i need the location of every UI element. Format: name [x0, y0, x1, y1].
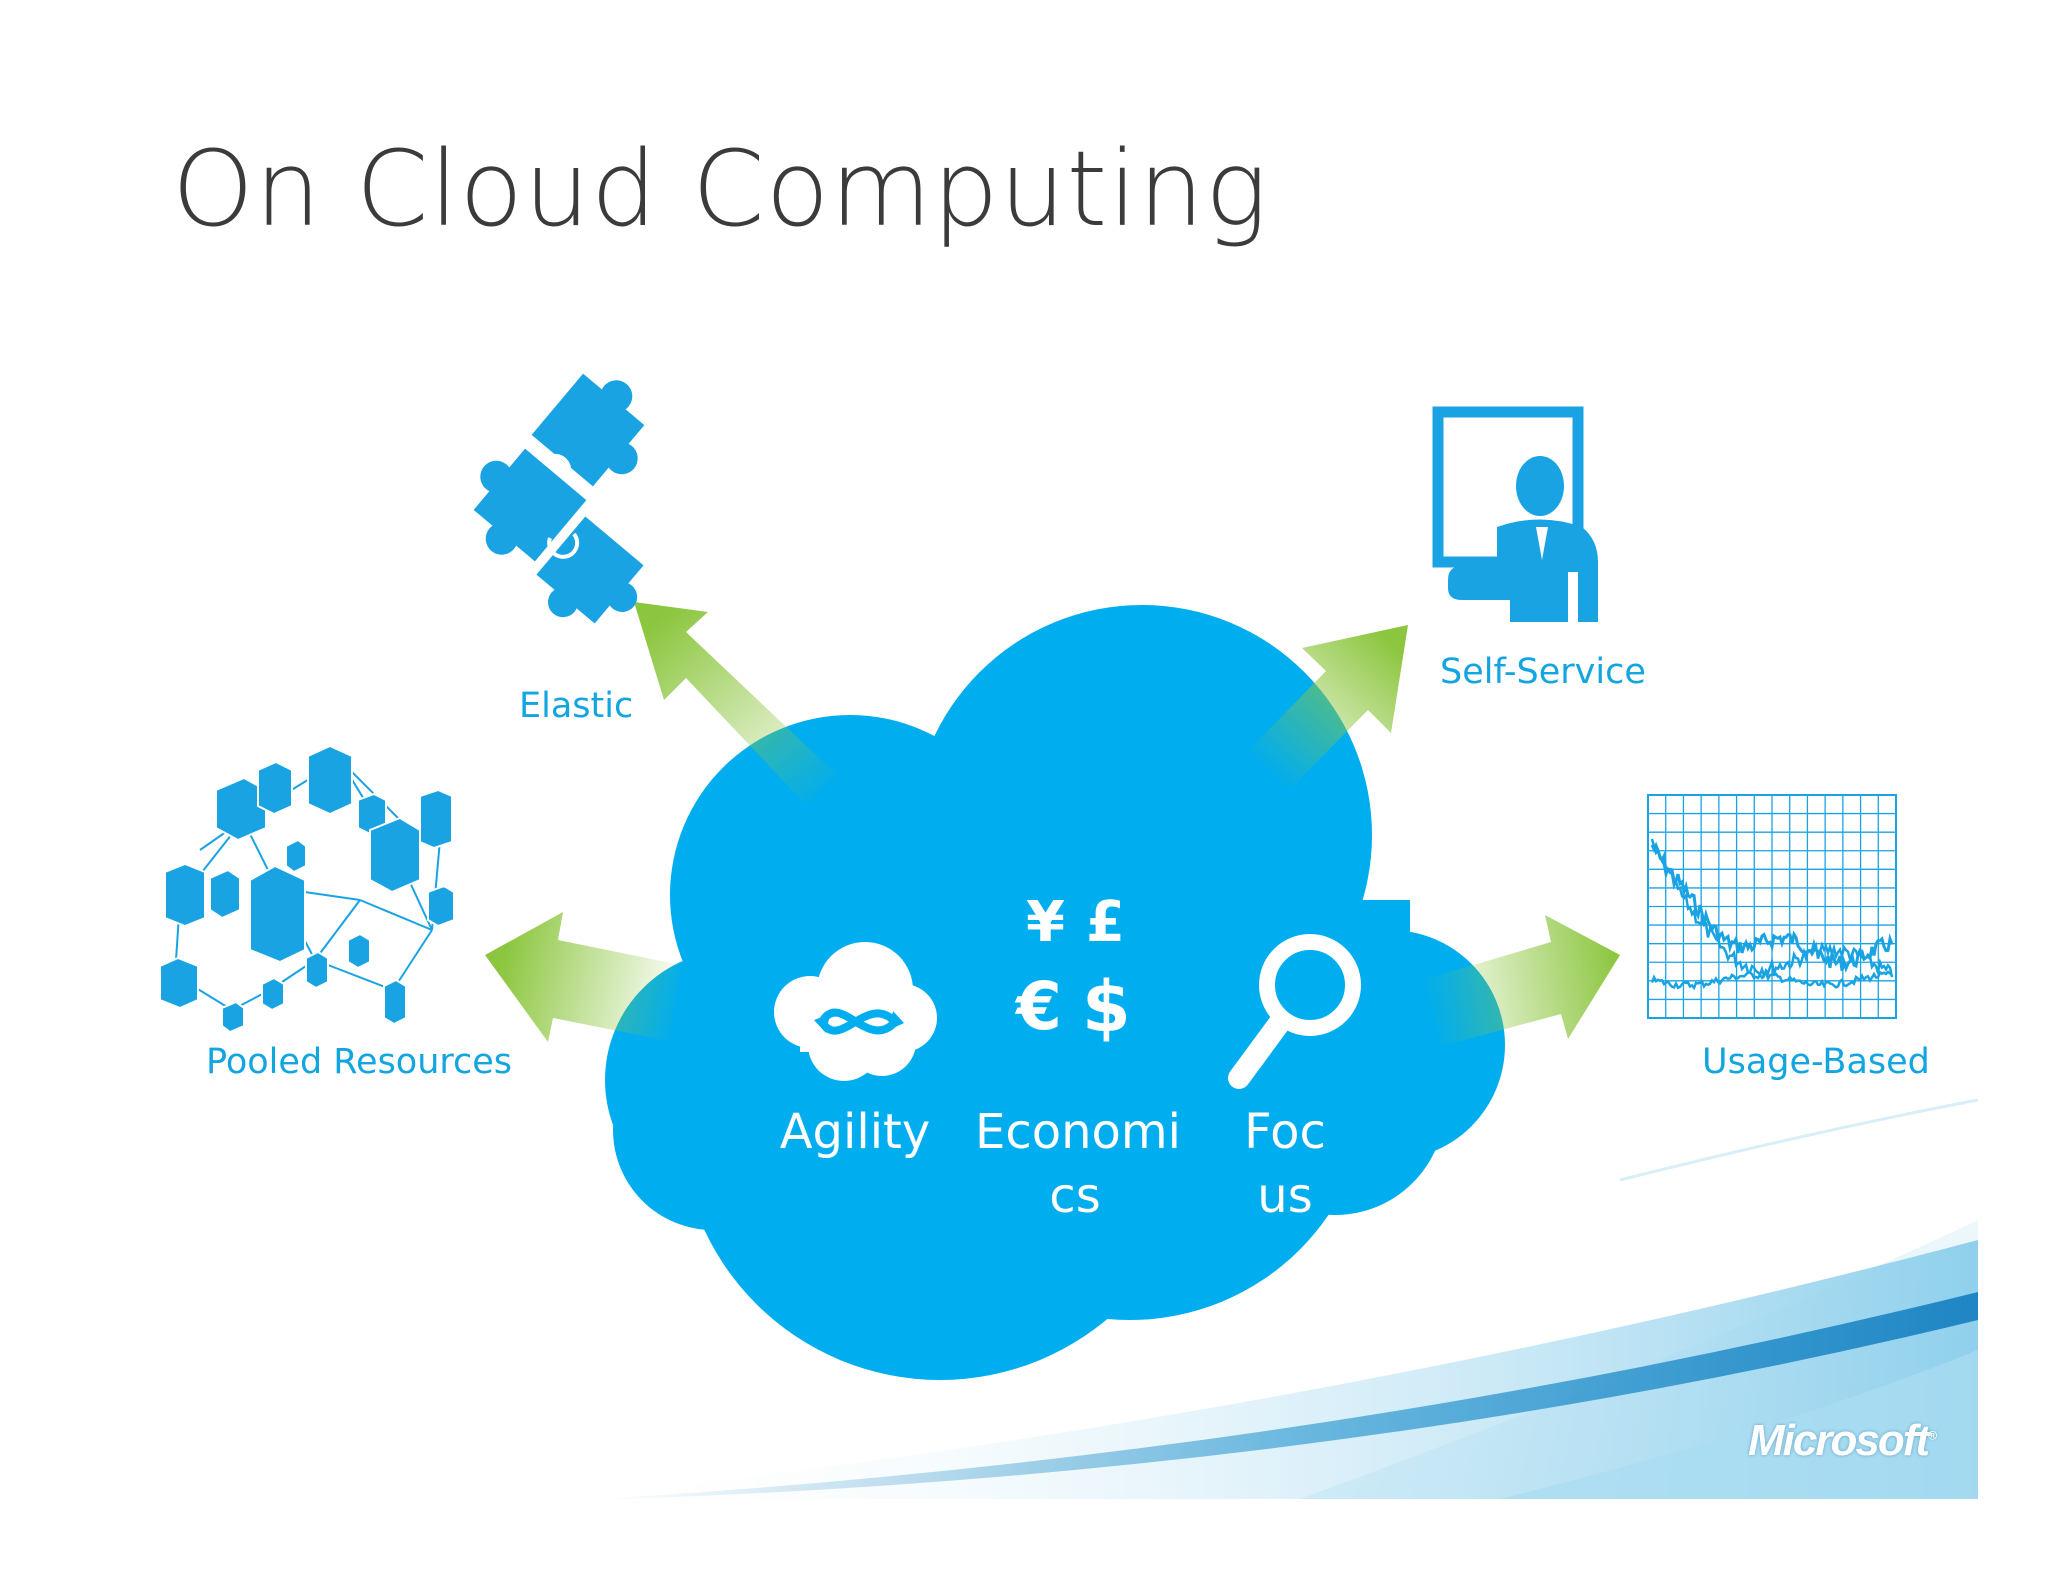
- attribute-label-self-service: Self-Service: [1440, 652, 1646, 692]
- arrow-to-elastic: [634, 602, 837, 805]
- arrow-to-self-service: [1249, 625, 1408, 789]
- pillar-label-agility: Agility: [779, 1104, 931, 1160]
- arrow-to-pooled-resources: [485, 912, 681, 1042]
- currency-symbols-icon: ¥ £ € $: [1008, 890, 1138, 1080]
- slide-title: On Cloud Computing: [172, 128, 1269, 250]
- pillar-label-economics: Economi cs: [975, 1104, 1181, 1224]
- usage-chart-icon: [1647, 794, 1897, 1019]
- pillar-label-focus: Foc us: [1244, 1104, 1326, 1224]
- currency-symbol: $: [1082, 966, 1131, 1048]
- magnifier-icon: [1228, 934, 1361, 1089]
- currency-symbol: ¥: [1026, 890, 1065, 955]
- person-at-screen-icon: [1432, 406, 1598, 622]
- attribute-label-usage-based: Usage-Based: [1702, 1042, 1930, 1082]
- currency-symbol: £: [1086, 890, 1125, 955]
- arrow-to-usage-based: [1426, 915, 1620, 1046]
- infinity-cloud-icon: [774, 942, 937, 1081]
- attribute-label-elastic: Elastic: [519, 686, 634, 726]
- server-network-icon: [159, 744, 455, 1034]
- microsoft-logo: Microsoft®: [1748, 1416, 1937, 1465]
- currency-symbol: €: [1016, 968, 1062, 1045]
- attribute-label-pooled-resources: Pooled Resources: [206, 1042, 513, 1082]
- puzzle-pieces-icon: [473, 373, 645, 624]
